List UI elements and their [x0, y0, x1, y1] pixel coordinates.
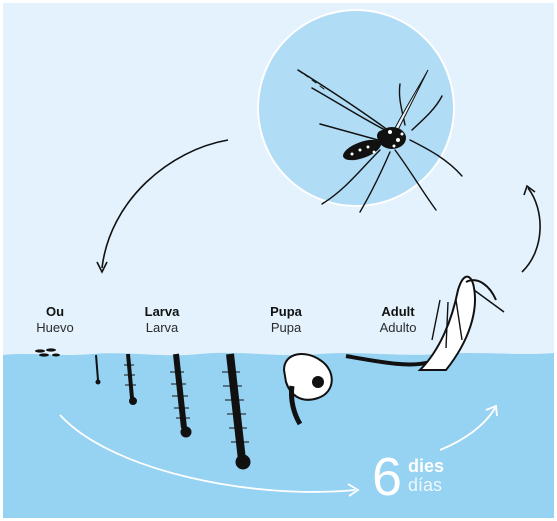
stage-name-spanish: Adulto	[368, 320, 428, 336]
duration-unit-catalan: dies	[408, 456, 444, 476]
stage-label-larva: Larva Larva	[132, 304, 192, 336]
stage-name-catalan: Pupa	[256, 304, 316, 320]
stage-name-spanish: Pupa	[256, 320, 316, 336]
stage-label-pupa: Pupa Pupa	[256, 304, 316, 336]
duration-number: 6	[372, 450, 402, 504]
stage-name-catalan: Ou	[26, 304, 84, 320]
duration-unit-spanish: días	[408, 475, 442, 495]
stage-name-catalan: Larva	[132, 304, 192, 320]
stage-name-catalan: Adult	[368, 304, 428, 320]
stage-name-spanish: Larva	[132, 320, 192, 336]
stage-label-egg: Ou Huevo	[26, 304, 84, 336]
stage-name-spanish: Huevo	[26, 320, 84, 336]
stage-label-adult: Adult Adulto	[368, 304, 428, 336]
